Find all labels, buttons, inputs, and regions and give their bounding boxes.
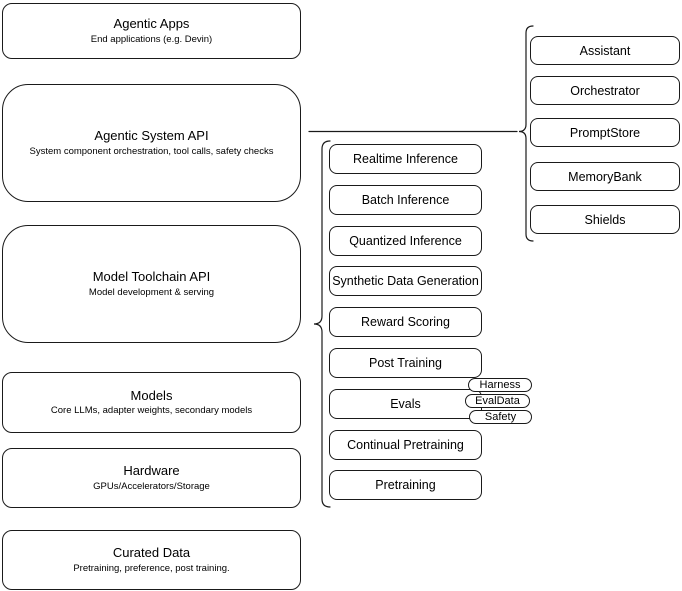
- box-models: Models Core LLMs, adapter weights, secon…: [2, 372, 301, 433]
- box-model-toolchain-api-title: Model Toolchain API: [92, 269, 211, 285]
- box-agentic-apps-title: Agentic Apps: [113, 16, 190, 32]
- box-evals: Evals: [329, 389, 482, 419]
- box-curated-data: Curated Data Pretraining, preference, po…: [2, 530, 301, 590]
- box-memorybank: MemoryBank: [530, 162, 680, 191]
- box-quantized-inference: Quantized Inference: [329, 226, 482, 256]
- box-curated-data-subtitle: Pretraining, preference, post training.: [73, 562, 230, 574]
- box-hardware: Hardware GPUs/Accelerators/Storage: [2, 448, 301, 508]
- box-realtime-inference: Realtime Inference: [329, 144, 482, 174]
- box-hardware-title: Hardware: [123, 463, 180, 479]
- box-models-subtitle: Core LLMs, adapter weights, secondary mo…: [50, 405, 253, 417]
- box-agentic-apps-subtitle: End applications (e.g. Devin): [90, 33, 213, 45]
- box-pretraining: Pretraining: [329, 470, 482, 500]
- box-agentic-system-api-title: Agentic System API: [94, 128, 209, 144]
- box-model-toolchain-api-subtitle: Model development & serving: [88, 286, 215, 298]
- box-reward-scoring: Reward Scoring: [329, 307, 482, 337]
- box-model-toolchain-api: Model Toolchain API Model development & …: [2, 225, 301, 343]
- box-continual-pretraining: Continual Pretraining: [329, 430, 482, 460]
- box-shields: Shields: [530, 205, 680, 234]
- box-curated-data-title: Curated Data: [112, 545, 191, 561]
- tag-harness: Harness: [468, 378, 532, 392]
- box-models-title: Models: [130, 387, 173, 403]
- box-batch-inference: Batch Inference: [329, 185, 482, 215]
- box-agentic-apps: Agentic Apps End applications (e.g. Devi…: [2, 3, 301, 59]
- box-agentic-system-api-subtitle: System component orchestration, tool cal…: [29, 145, 274, 157]
- box-agentic-system-api: Agentic System API System component orch…: [2, 84, 301, 202]
- tag-safety: Safety: [469, 410, 532, 424]
- box-post-training: Post Training: [329, 348, 482, 378]
- brace-toolchain-items: [313, 140, 331, 508]
- tag-evaldata: EvalData: [465, 394, 530, 408]
- box-assistant: Assistant: [530, 36, 680, 65]
- box-hardware-subtitle: GPUs/Accelerators/Storage: [93, 480, 210, 492]
- box-orchestrator: Orchestrator: [530, 76, 680, 105]
- box-promptstore: PromptStore: [530, 118, 680, 147]
- box-synthetic-data-generation: Synthetic Data Generation: [329, 266, 482, 296]
